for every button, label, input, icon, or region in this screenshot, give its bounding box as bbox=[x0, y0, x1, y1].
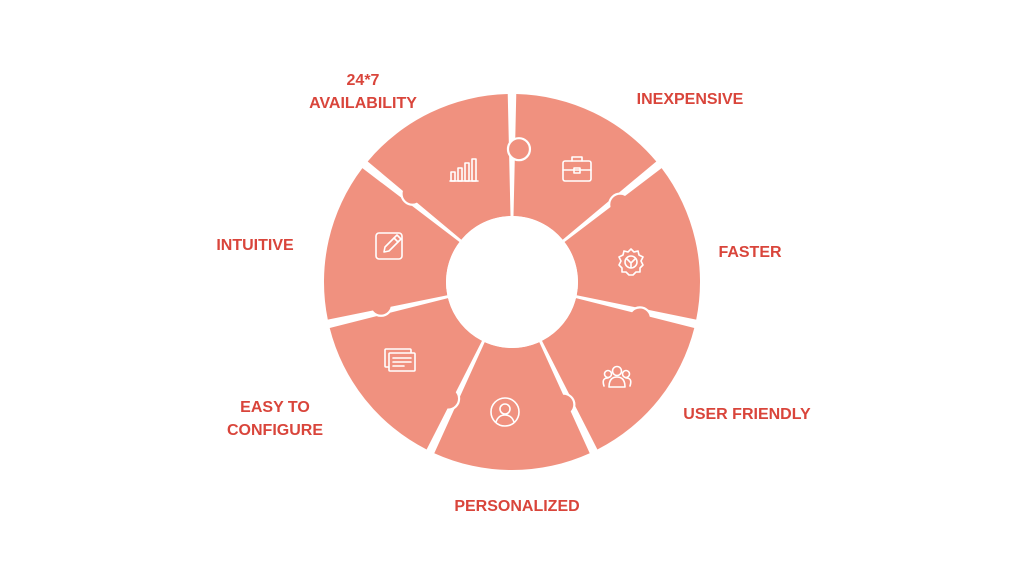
label-personalized: PERSONALIZED bbox=[437, 495, 597, 518]
bar-chart-icon bbox=[449, 158, 479, 182]
edit-icon bbox=[375, 232, 403, 260]
label-user-friendly: USER FRIENDLY bbox=[672, 403, 822, 426]
wheel-segment-personalized bbox=[329, 298, 483, 450]
label-line: AVAILABILITY bbox=[309, 95, 417, 112]
label-faster: FASTER bbox=[700, 241, 800, 264]
wheel-segments bbox=[323, 94, 701, 471]
user-icon bbox=[490, 397, 520, 427]
label-line: FASTER bbox=[718, 244, 782, 261]
label-24x7-availability: 24*7 AVAILABILITY bbox=[283, 69, 443, 115]
label-line: EASY TO bbox=[240, 399, 310, 416]
users-icon bbox=[602, 365, 632, 388]
wheel-segment-inexpensive bbox=[564, 168, 701, 320]
label-intuitive: INTUITIVE bbox=[205, 234, 305, 257]
label-inexpensive: INEXPENSIVE bbox=[620, 88, 760, 111]
wheel-segment-intuitive bbox=[367, 94, 511, 240]
certificate-icon bbox=[384, 348, 416, 372]
wheel-segment-user-friendly bbox=[434, 342, 590, 471]
label-line: PERSONALIZED bbox=[454, 498, 580, 515]
wheel-center-hole bbox=[446, 216, 578, 348]
label-line: CONFIGURE bbox=[227, 422, 323, 439]
puzzle-tab-intuitive bbox=[506, 137, 532, 162]
wheel-segment-faster bbox=[541, 298, 695, 450]
label-line: USER FRIENDLY bbox=[683, 406, 811, 423]
wheel-segment-easy-to-configure bbox=[323, 168, 460, 320]
label-easy-to-configure: EASY TO CONFIGURE bbox=[205, 396, 345, 442]
wheel-segment-availability bbox=[513, 94, 657, 240]
label-line: INEXPENSIVE bbox=[636, 91, 744, 108]
label-line: 24*7 bbox=[346, 72, 380, 89]
gear-icon bbox=[618, 248, 644, 276]
label-line: INTUITIVE bbox=[216, 237, 294, 254]
briefcase-icon bbox=[562, 156, 592, 182]
